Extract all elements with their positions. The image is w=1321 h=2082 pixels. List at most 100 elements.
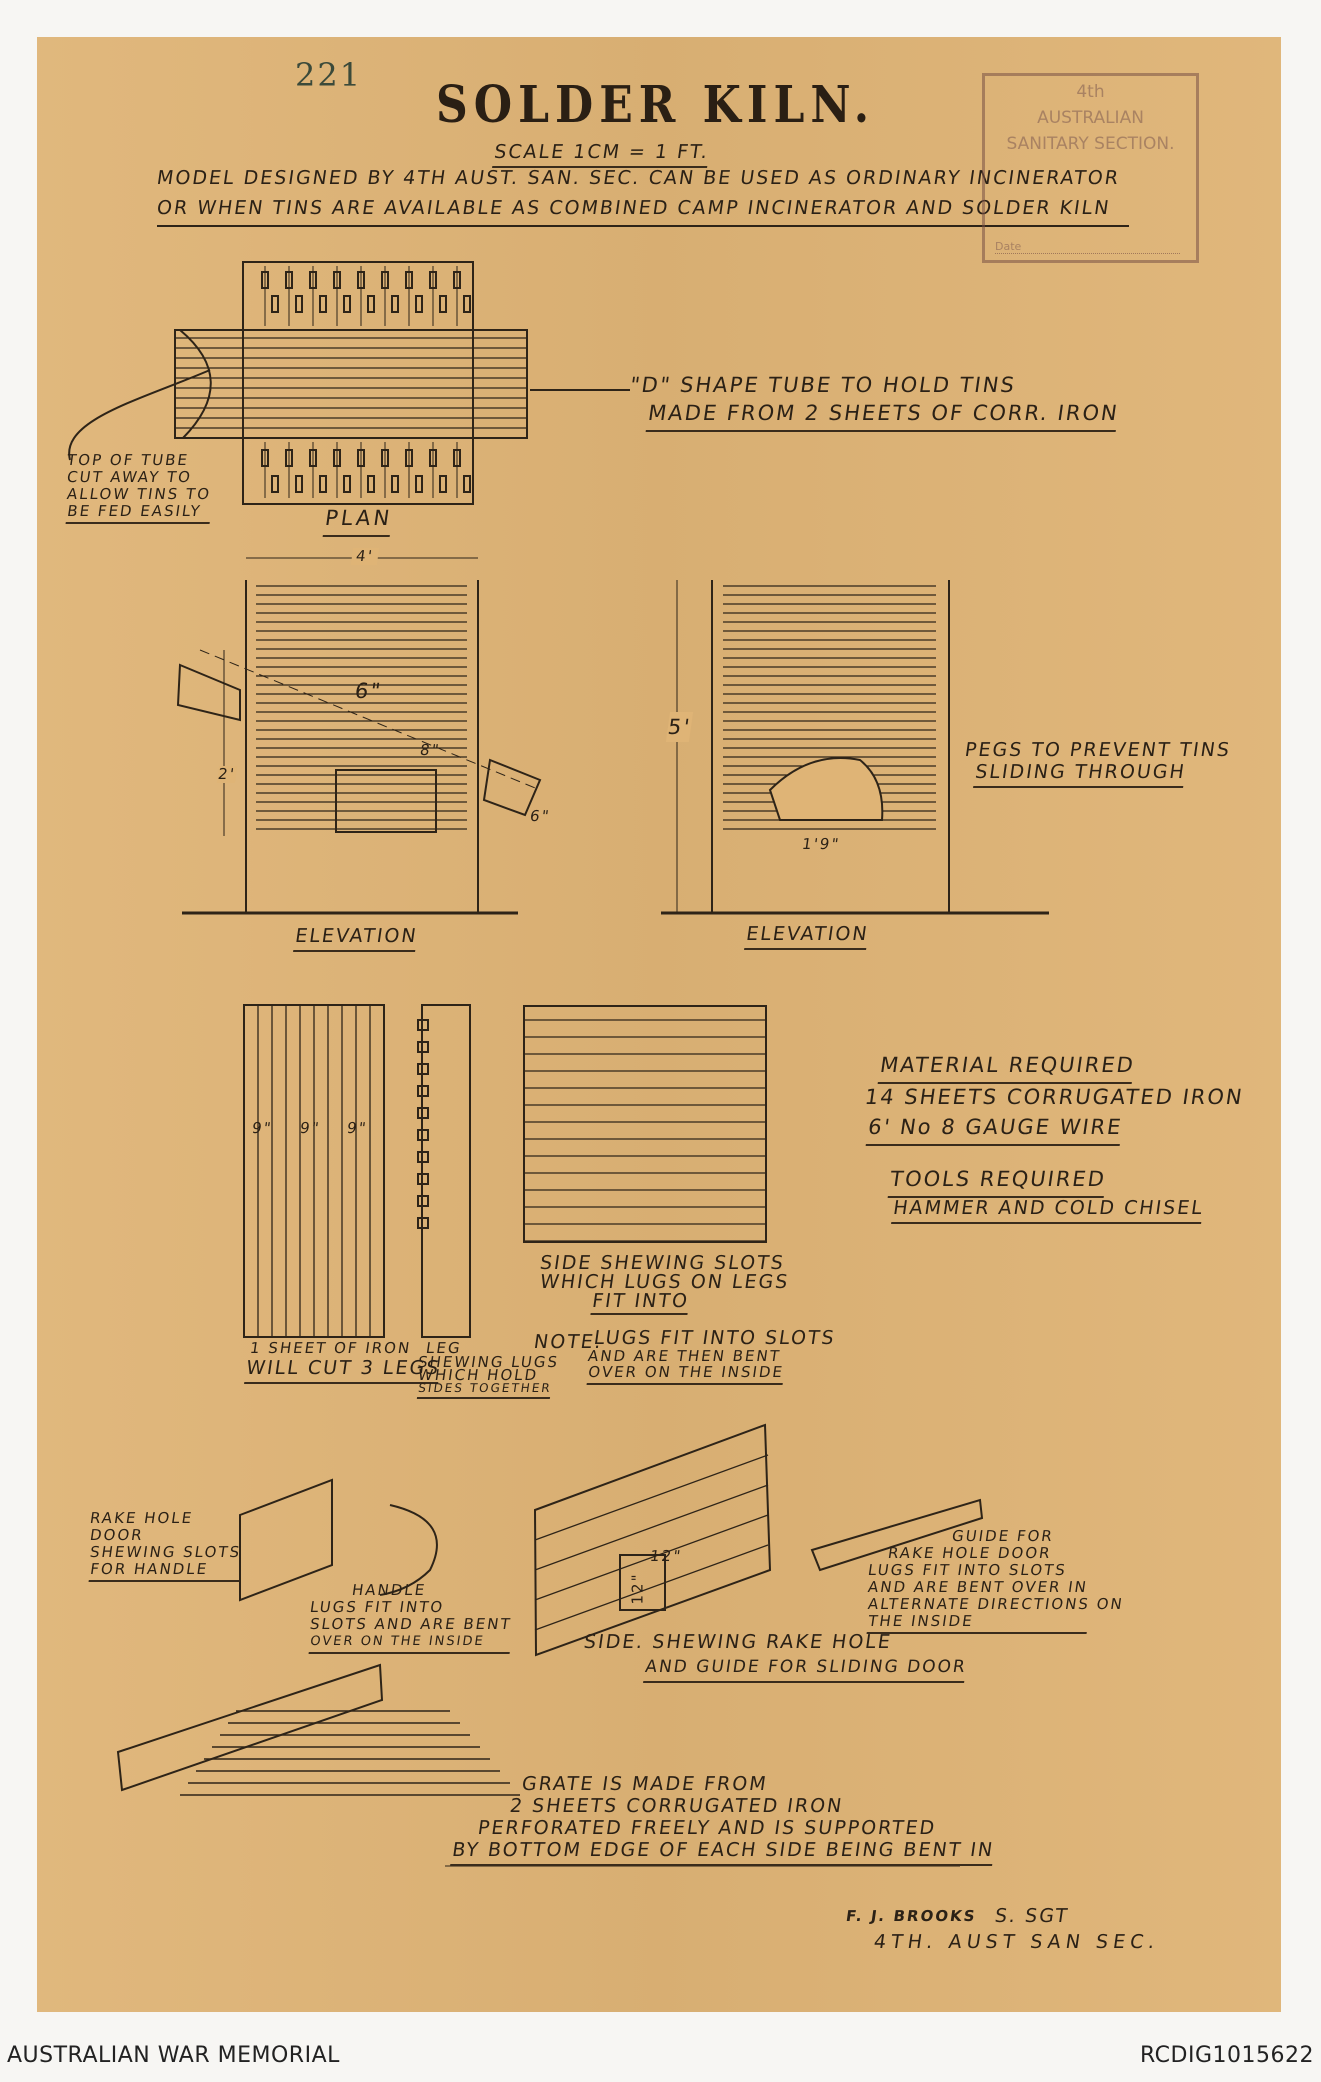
lug bbox=[417, 1173, 429, 1185]
lug bbox=[417, 1129, 429, 1141]
corrugation bbox=[534, 1544, 769, 1631]
tin-slot bbox=[319, 295, 327, 313]
handle bbox=[379, 1504, 438, 1596]
tin-slot bbox=[319, 475, 327, 493]
signature-rank: S. SGT bbox=[993, 1905, 1071, 1927]
tin-slot bbox=[415, 475, 423, 493]
note-line: LUGS FIT INTO bbox=[308, 1598, 446, 1616]
note-line: TOP OF TUBE bbox=[65, 451, 191, 469]
sheet-note-line-1: 1 SHEET OF IRON bbox=[248, 1339, 413, 1357]
rake-side-note-line-2: AND GUIDE FOR SLIDING DOOR bbox=[643, 1655, 969, 1683]
note-line: GUIDE FOR bbox=[950, 1527, 1056, 1545]
material-item-2: 6' No 8 GAUGE WIRE bbox=[865, 1112, 1125, 1146]
tin-slot bbox=[463, 475, 471, 493]
grate-note-line-3: PERFORATED FREELY AND IS SUPPORTED bbox=[476, 1817, 938, 1839]
tin-slot bbox=[439, 295, 447, 313]
side-height-dimension: 5' bbox=[665, 712, 694, 742]
opening-dimension: 1'9" bbox=[800, 835, 842, 853]
tin-slot bbox=[271, 295, 279, 313]
rake-hole-opening bbox=[619, 1554, 666, 1611]
side-sheet bbox=[523, 1005, 767, 1243]
note-line: DOOR bbox=[88, 1526, 145, 1544]
note-line: AND ARE BENT OVER IN bbox=[866, 1578, 1090, 1596]
guide-strip bbox=[810, 1498, 984, 1572]
rake-height-dim: 12" bbox=[628, 1572, 647, 1605]
note-line: BE FED EASILY bbox=[65, 502, 213, 524]
tin-slot bbox=[367, 295, 375, 313]
tin-slot bbox=[367, 475, 375, 493]
note-line: OVER ON THE INSIDE bbox=[308, 1633, 513, 1654]
stamp-line: SANITARY SECTION. bbox=[1006, 134, 1175, 154]
tube-top-note: TOP OF TUBE CUT AWAY TO ALLOW TINS TO BE… bbox=[65, 451, 213, 524]
tin-slot bbox=[463, 295, 471, 313]
signature-unit: 4TH. AUST SAN SEC. bbox=[872, 1931, 1161, 1953]
signature-name: F. J. BROOKS bbox=[844, 1907, 978, 1925]
tube-dimension: 6" bbox=[353, 679, 384, 703]
tools-heading: TOOLS REQUIRED bbox=[887, 1164, 1108, 1198]
opening-arch bbox=[768, 757, 884, 821]
lug bbox=[417, 1217, 429, 1229]
rake-door-note: RAKE HOLE DOOR SHEWING SLOTS FOR HANDLE bbox=[88, 1509, 243, 1582]
rake-hole bbox=[335, 769, 437, 833]
leg-dim-1: 9" bbox=[250, 1119, 274, 1137]
lugs-note-line-3: OVER ON THE INSIDE bbox=[586, 1363, 785, 1385]
handle-note: HANDLE LUGS FIT INTO SLOTS AND ARE BENT … bbox=[308, 1581, 513, 1654]
tube-dashed bbox=[199, 649, 541, 791]
tube-end-right bbox=[482, 758, 542, 817]
archive-institution: AUSTRALIAN WAR MEMORIAL bbox=[7, 2043, 340, 2068]
stamp-date: Date bbox=[995, 240, 1180, 254]
drawing-sheet bbox=[37, 37, 1281, 2012]
unit-stamp: 4th AUSTRALIAN SANITARY SECTION. Date bbox=[982, 73, 1199, 263]
pegs-note-line-2: SLIDING THROUGH bbox=[973, 760, 1188, 788]
note-line: HANDLE bbox=[350, 1581, 428, 1599]
corrugation bbox=[534, 1454, 769, 1541]
leg-note-line-3: SIDES TOGETHER bbox=[416, 1381, 553, 1399]
tube-end-left bbox=[176, 663, 241, 722]
rake-side-sheet bbox=[533, 1423, 772, 1657]
sheet-note-line-2: WILL CUT 3 LEGS bbox=[244, 1356, 442, 1384]
rake-side-note-line-1: SIDE. SHEWING RAKE HOLE bbox=[582, 1631, 894, 1653]
tin-slot bbox=[343, 295, 351, 313]
grate-side bbox=[116, 1663, 384, 1792]
tin-slot bbox=[439, 475, 447, 493]
tube-cut-curve bbox=[179, 329, 212, 439]
note-line: SHEWING SLOTS bbox=[88, 1543, 243, 1561]
width-dimension: 4' bbox=[350, 547, 379, 565]
leader-line bbox=[68, 369, 211, 461]
plan-frame bbox=[242, 261, 474, 505]
leg-dim-2: 9" bbox=[298, 1119, 322, 1137]
description-underline bbox=[157, 225, 1129, 227]
grate-note-line-2: 2 SHEETS CORRUGATED IRON bbox=[508, 1795, 845, 1817]
sheet-title: SOLDER KILN. bbox=[436, 76, 876, 135]
d-tube bbox=[174, 329, 528, 439]
dimension-a: 8" bbox=[418, 741, 442, 759]
height-dimension: 2' bbox=[216, 765, 238, 783]
lug bbox=[417, 1063, 429, 1075]
tools-item: HAMMER AND COLD CHISEL bbox=[891, 1196, 1206, 1224]
lug bbox=[417, 1107, 429, 1119]
note-line: RAKE HOLE DOOR bbox=[886, 1544, 1053, 1562]
leg bbox=[421, 1004, 471, 1338]
guide-note: GUIDE FOR RAKE HOLE DOOR LUGS FIT INTO S… bbox=[866, 1527, 1125, 1634]
note-line: THE INSIDE bbox=[866, 1612, 1090, 1634]
plan-label: PLAN bbox=[322, 503, 395, 537]
tin-slot bbox=[391, 295, 399, 313]
tin-slot bbox=[271, 475, 279, 493]
elevation-front-label: ELEVATION bbox=[293, 924, 420, 952]
note-line: ALTERNATE DIRECTIONS ON bbox=[866, 1595, 1125, 1613]
note-line: SLOTS AND ARE BENT bbox=[308, 1615, 513, 1633]
note-line: ALLOW TINS TO bbox=[65, 485, 213, 503]
lug bbox=[417, 1019, 429, 1031]
leg-dim-3: 9" bbox=[345, 1119, 369, 1137]
tin-slot bbox=[343, 475, 351, 493]
pegs-note-line-1: PEGS TO PREVENT TINS bbox=[963, 739, 1233, 761]
corrugation bbox=[534, 1484, 769, 1571]
tin-slot bbox=[295, 295, 303, 313]
lug bbox=[417, 1151, 429, 1163]
note-line: CUT AWAY TO bbox=[65, 468, 194, 486]
note-line: FOR HANDLE bbox=[88, 1560, 243, 1582]
material-item-1: 14 SHEETS CORRUGATED IRON bbox=[863, 1085, 1246, 1109]
tin-slot bbox=[295, 475, 303, 493]
tin-slot bbox=[391, 475, 399, 493]
